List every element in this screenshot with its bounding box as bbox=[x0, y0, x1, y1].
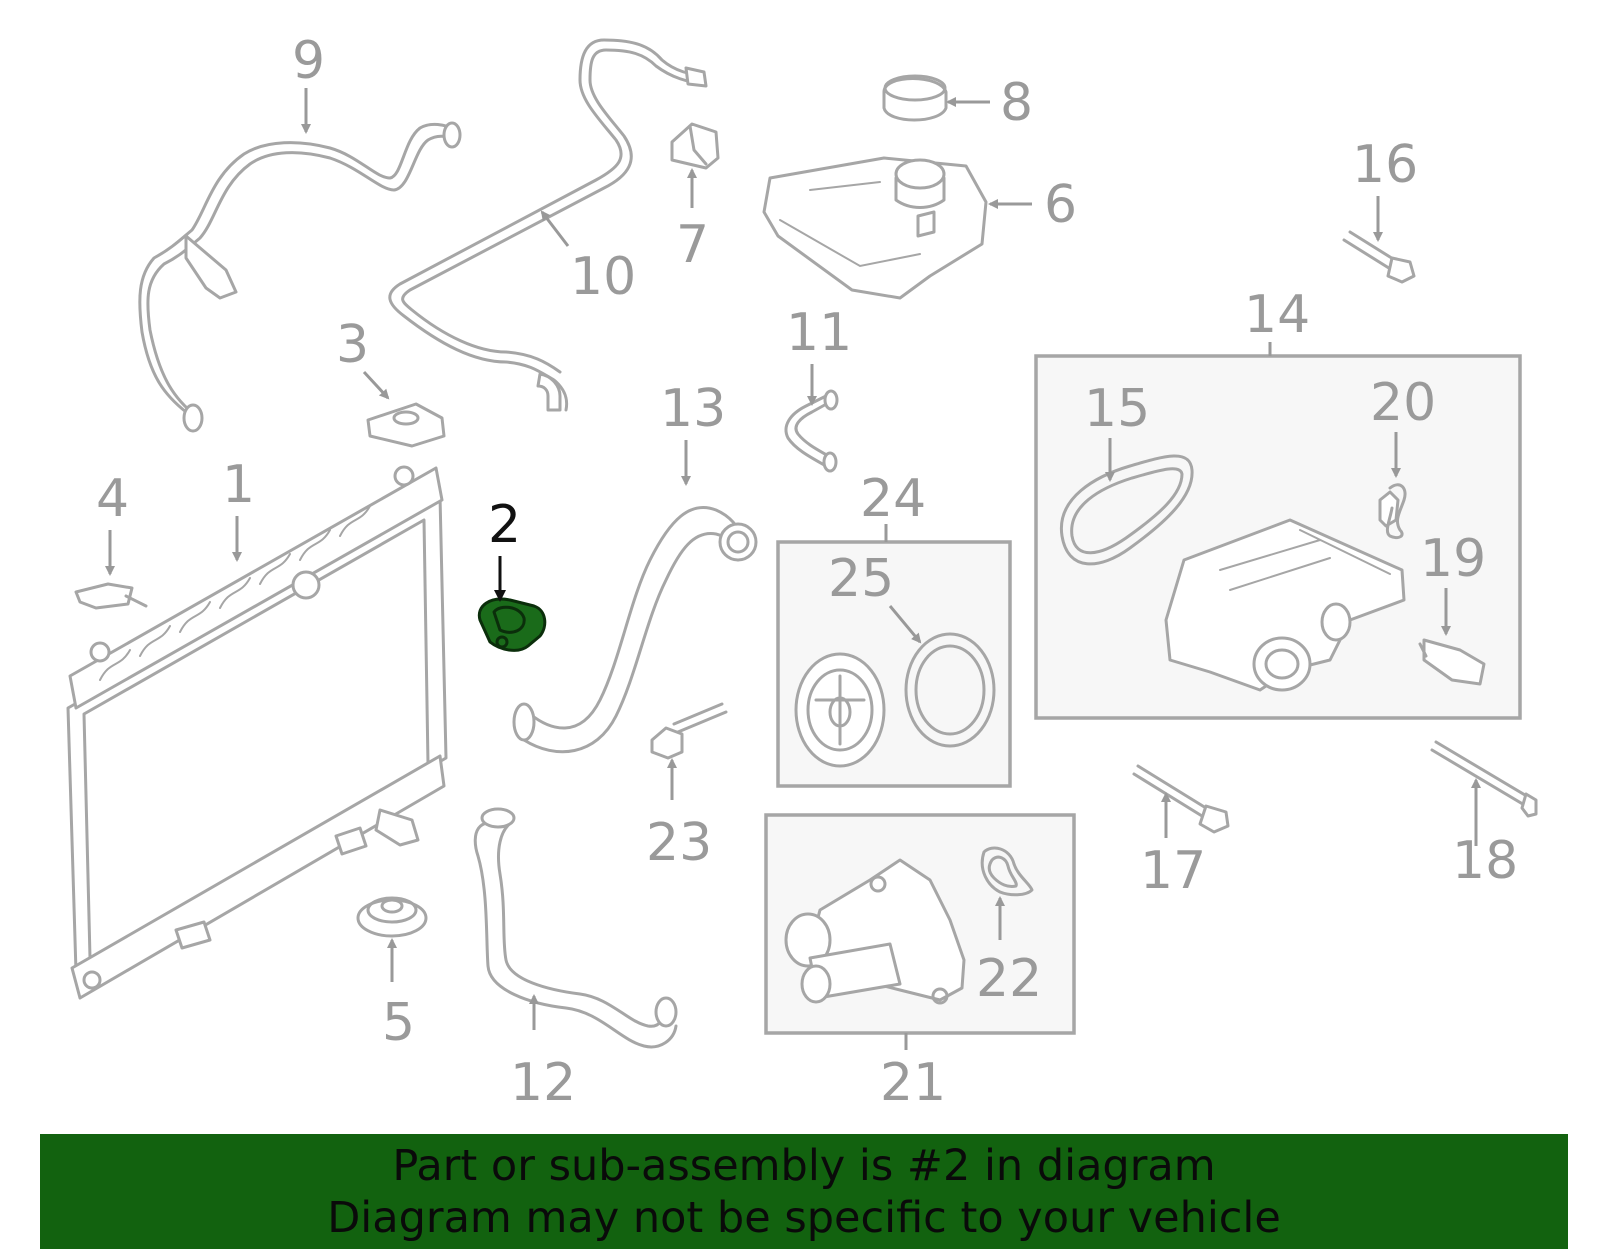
leader-lines bbox=[105, 88, 1481, 1050]
info-banner: Part or sub-assembly is #2 in diagram Di… bbox=[40, 1134, 1568, 1249]
callout-19: 19 bbox=[1420, 529, 1486, 589]
connector-part-2 bbox=[477, 597, 547, 652]
callout-22: 22 bbox=[976, 949, 1042, 1009]
callout-11: 11 bbox=[786, 303, 852, 363]
radiator-part-1 bbox=[66, 465, 448, 1000]
bolt-part-18 bbox=[1430, 740, 1538, 818]
callout-25: 25 bbox=[828, 549, 894, 609]
hose-part-13 bbox=[512, 505, 758, 754]
callout-17: 17 bbox=[1140, 841, 1206, 901]
callout-3: 3 bbox=[336, 315, 369, 375]
bracket-part-7 bbox=[670, 122, 720, 170]
sensor-part-19 bbox=[1418, 638, 1486, 686]
callout-16: 16 bbox=[1352, 135, 1418, 195]
callout-23: 23 bbox=[646, 813, 712, 873]
callout-2: 2 bbox=[488, 495, 521, 555]
gasket-part-15 bbox=[1059, 454, 1194, 566]
hose-part-11 bbox=[784, 389, 839, 473]
clip-part-3 bbox=[366, 402, 446, 448]
callout-4: 4 bbox=[96, 469, 129, 529]
banner-line-2: Diagram may not be specific to your vehi… bbox=[327, 1193, 1281, 1243]
callout-20: 20 bbox=[1370, 373, 1436, 433]
callout-13: 13 bbox=[660, 379, 726, 439]
banner-line-1: Part or sub-assembly is #2 in diagram bbox=[392, 1141, 1216, 1191]
callout-7: 7 bbox=[676, 215, 709, 275]
bolt-part-16 bbox=[1342, 230, 1416, 284]
gasket-part-22 bbox=[980, 846, 1034, 897]
cap-part-8 bbox=[882, 74, 948, 122]
hose-part-12 bbox=[473, 807, 678, 1049]
thermostat-part-24 bbox=[794, 652, 886, 768]
bolt-part-23 bbox=[650, 702, 728, 760]
bolt-part-17 bbox=[1132, 764, 1230, 834]
housing-part-14 bbox=[1164, 490, 1406, 692]
callout-15: 15 bbox=[1084, 379, 1150, 439]
expansion-tank-part-6 bbox=[762, 156, 988, 300]
callout-21: 21 bbox=[880, 1053, 946, 1113]
callout-24: 24 bbox=[860, 469, 926, 529]
seal-part-25 bbox=[904, 632, 996, 748]
clip-part-20 bbox=[1385, 483, 1407, 540]
callout-18: 18 bbox=[1452, 831, 1518, 891]
sensor-part-4 bbox=[74, 582, 148, 610]
callout-9: 9 bbox=[292, 31, 325, 91]
callout-labels: 1 2 3 4 5 6 7 8 9 10 11 12 13 14 15 16 1… bbox=[96, 31, 1518, 1113]
thermostat-housing-part-21 bbox=[784, 858, 966, 1005]
callout-10: 10 bbox=[570, 247, 636, 307]
callout-6: 6 bbox=[1044, 175, 1077, 235]
cap-part-5 bbox=[356, 896, 428, 938]
callout-14: 14 bbox=[1244, 285, 1310, 345]
callout-5: 5 bbox=[382, 993, 415, 1053]
callout-12: 12 bbox=[510, 1053, 576, 1113]
callout-8: 8 bbox=[1000, 73, 1033, 133]
hose-part-9 bbox=[138, 121, 462, 433]
line-part-10 bbox=[388, 38, 708, 412]
callout-1: 1 bbox=[222, 455, 255, 515]
